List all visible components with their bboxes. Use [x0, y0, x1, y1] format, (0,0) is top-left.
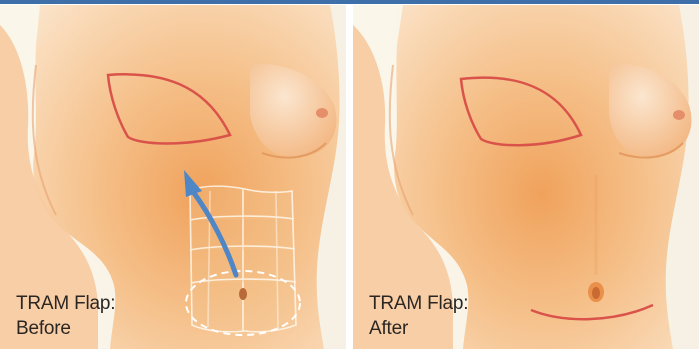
panel-after: TRAM Flap: After	[353, 5, 699, 349]
caption-after-line1: TRAM Flap:	[369, 291, 468, 316]
panel-divider	[347, 5, 352, 349]
navel	[239, 288, 247, 300]
top-rule	[0, 0, 699, 4]
panel-before: TRAM Flap: Before	[0, 5, 346, 349]
caption-before-line2: Before	[16, 316, 115, 341]
caption-after: TRAM Flap: After	[369, 291, 468, 341]
caption-before: TRAM Flap: Before	[16, 291, 115, 341]
caption-after-line2: After	[369, 316, 468, 341]
caption-before-line1: TRAM Flap:	[16, 291, 115, 316]
